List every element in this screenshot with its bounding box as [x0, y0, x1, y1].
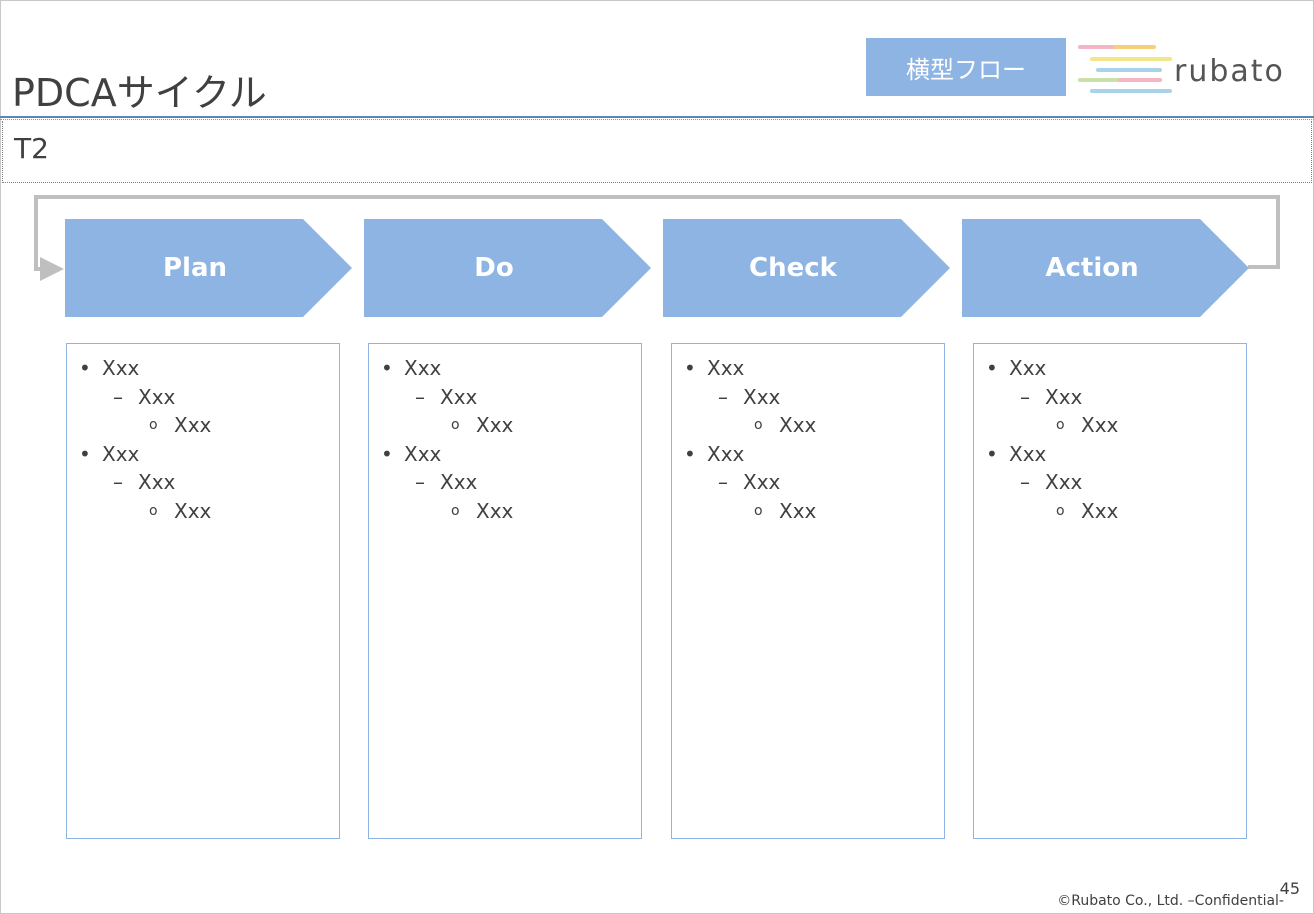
title-divider — [0, 116, 1314, 118]
bullet-item: –Xxx — [67, 383, 339, 412]
title-divider-dotted — [0, 119, 1314, 120]
bullet-text: Xxx — [1081, 413, 1119, 437]
bullet-text: Xxx — [476, 498, 514, 523]
bullet-item: • Xxx — [67, 354, 339, 383]
phase-plan: Plan — [65, 219, 353, 317]
bullet-item: o Xxx — [369, 411, 641, 440]
bullet-item: • Xxx — [672, 354, 944, 383]
circle-icon: o — [754, 417, 763, 433]
circle-icon: o — [451, 417, 460, 433]
bullet-text: Xxx — [440, 384, 478, 409]
bullet-item: –Xxx — [672, 468, 944, 497]
bullet-item: o Xxx — [672, 497, 944, 526]
bullet-text: Xxx — [138, 384, 176, 409]
bullet-icon: • — [79, 441, 91, 466]
bullet-text: Xxx — [102, 356, 140, 380]
bullet-text: Xxx — [707, 441, 745, 466]
bullet-text: Xxx — [174, 498, 212, 523]
bullet-item: o Xxx — [369, 497, 641, 526]
bullet-text: Xxx — [779, 498, 817, 523]
circle-icon: o — [149, 417, 158, 433]
dash-icon: – — [1020, 470, 1030, 494]
bullet-icon: • — [381, 356, 393, 380]
phase-label: Plan — [162, 253, 228, 283]
bullet-text: Xxx — [404, 356, 442, 380]
dash-icon: – — [113, 470, 123, 494]
chevron-arrow-icon — [364, 219, 651, 317]
bullet-text: Xxx — [404, 441, 442, 466]
phase-check: Check — [663, 219, 951, 317]
bullet-icon: • — [986, 356, 998, 380]
bullet-text: Xxx — [440, 470, 478, 494]
dash-icon: – — [113, 384, 123, 409]
bullet-item: –Xxx — [672, 383, 944, 412]
circle-icon: o — [1056, 417, 1065, 433]
bullet-icon: • — [79, 356, 91, 380]
bullet-item: • Xxx — [974, 440, 1246, 469]
bullet-item: o Xxx — [67, 497, 339, 526]
bullet-text: Xxx — [1009, 356, 1047, 380]
circle-icon: o — [149, 502, 158, 519]
bullet-icon: • — [381, 441, 393, 466]
circle-icon: o — [451, 502, 460, 519]
bullet-text: Xxx — [1045, 384, 1083, 409]
bullet-item: o Xxx — [672, 411, 944, 440]
bullet-item: –Xxx — [67, 468, 339, 497]
bullet-icon: • — [684, 356, 696, 380]
bullet-item: –Xxx — [369, 468, 641, 497]
circle-icon: o — [754, 502, 763, 519]
category-badge: 横型フロー — [866, 38, 1066, 96]
bullet-item: o Xxx — [67, 411, 339, 440]
bullet-item: –Xxx — [974, 383, 1246, 412]
phase-label: Do — [474, 253, 514, 283]
bullet-icon: • — [684, 441, 696, 466]
bullet-item: • Xxx — [369, 354, 641, 383]
bullet-text: Xxx — [707, 356, 745, 380]
dash-icon: – — [415, 470, 425, 494]
circle-icon: o — [1056, 502, 1065, 519]
dash-icon: – — [415, 384, 425, 409]
phase-action: Action — [962, 219, 1250, 317]
copyright-notice: ©Rubato Co., Ltd. –Confidential- — [1057, 893, 1284, 909]
bullet-text: Xxx — [743, 384, 781, 409]
chevron-arrow-icon — [962, 219, 1249, 317]
bullet-item: –Xxx — [369, 383, 641, 412]
bullet-text: Xxx — [779, 413, 817, 437]
bullet-text: Xxx — [1045, 470, 1083, 494]
bullet-item: –Xxx — [974, 468, 1246, 497]
bullet-text: Xxx — [476, 413, 514, 437]
logo-wordmark: rubato — [1174, 54, 1285, 89]
bullet-item: • Xxx — [974, 354, 1246, 383]
bullet-icon: • — [986, 441, 998, 466]
phase-label: Action — [1045, 253, 1139, 283]
dash-icon: – — [718, 470, 728, 494]
bullet-text: Xxx — [138, 470, 176, 494]
page-number: 45 — [1279, 879, 1300, 898]
bullet-item: • Xxx — [369, 440, 641, 469]
rubato-logo-icon — [1078, 45, 1172, 93]
phase-do: Do — [364, 219, 652, 317]
bullet-item: o Xxx — [974, 411, 1246, 440]
phase-label: Check — [749, 253, 837, 283]
slide-title: PDCAサイクル — [12, 71, 267, 115]
bullet-item: • Xxx — [672, 440, 944, 469]
dash-icon: – — [1020, 384, 1030, 409]
slide-subtitle: T2 — [14, 132, 49, 165]
bullet-text: Xxx — [1081, 498, 1119, 523]
dash-icon: – — [718, 384, 728, 409]
bullet-item: o Xxx — [974, 497, 1246, 526]
subtitle-box — [2, 121, 1312, 183]
chevron-arrow-icon — [65, 219, 352, 317]
bullet-text: Xxx — [1009, 441, 1047, 466]
bullet-text: Xxx — [743, 470, 781, 494]
bullet-item: • Xxx — [67, 440, 339, 469]
chevron-arrow-icon — [663, 219, 950, 317]
bullet-text: Xxx — [102, 441, 140, 466]
bullet-text: Xxx — [174, 413, 212, 437]
